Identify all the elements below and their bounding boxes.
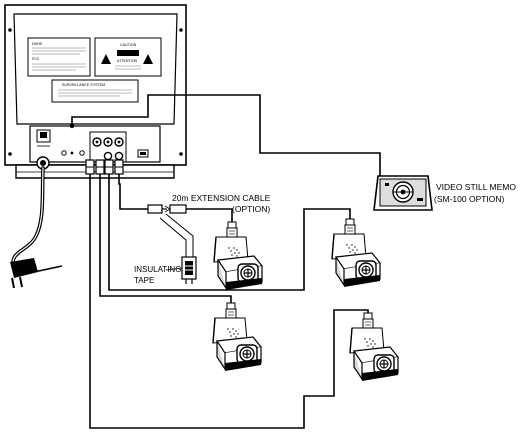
label-plate-left: DHHS FCC (27, 37, 91, 77)
extension-cable (186, 208, 233, 225)
plate-attention-text: ATTENTION (117, 59, 138, 63)
camera-2-unit (331, 218, 381, 288)
camera-3-cable (99, 168, 232, 307)
monitor-rear: DHHS FCC CAUTION ATTENTION SURVEILLANCE … (4, 4, 187, 179)
extension-coupler (147, 204, 187, 214)
label-plate-system: SURVEILLANCE SYSTEM (51, 79, 139, 103)
camera-1-cable (118, 168, 150, 210)
camera-3-unit (212, 302, 262, 372)
insulating-tape-detail (165, 256, 197, 284)
plate-system-text: SURVEILLANCE SYSTEM (62, 83, 105, 87)
video-still-memo-unit (373, 175, 433, 211)
warning-triangle-icon (143, 54, 153, 64)
video-still-memo-option-label: (SM-100 OPTION) (434, 194, 505, 204)
plate-left-heading: DHHS (32, 42, 43, 46)
camera-2-cable (108, 168, 351, 291)
insulating-tape-label: INSULATING (134, 265, 181, 274)
camera-4-unit (349, 312, 399, 382)
extension-cable-label: 20m EXTENSION CABLE (172, 193, 271, 203)
power-plug-icon (10, 258, 38, 278)
label-plate-caution: CAUTION ATTENTION (94, 37, 162, 77)
extension-cable-option-label: (OPTION) (232, 204, 270, 214)
insulating-tape-label-2: TAPE (134, 276, 154, 285)
power-cord (10, 156, 63, 289)
camera-4-cable (89, 168, 369, 429)
video-still-memo-label: VIDEO STILL MEMO (436, 182, 516, 192)
warning-triangle-icon (101, 54, 111, 64)
rca-plugs (85, 159, 124, 175)
plate-caution-text: CAUTION (120, 43, 137, 47)
plate-left-subheading: FCC (32, 57, 40, 61)
video-still-cable (71, 94, 395, 179)
camera-1-unit (213, 221, 263, 291)
